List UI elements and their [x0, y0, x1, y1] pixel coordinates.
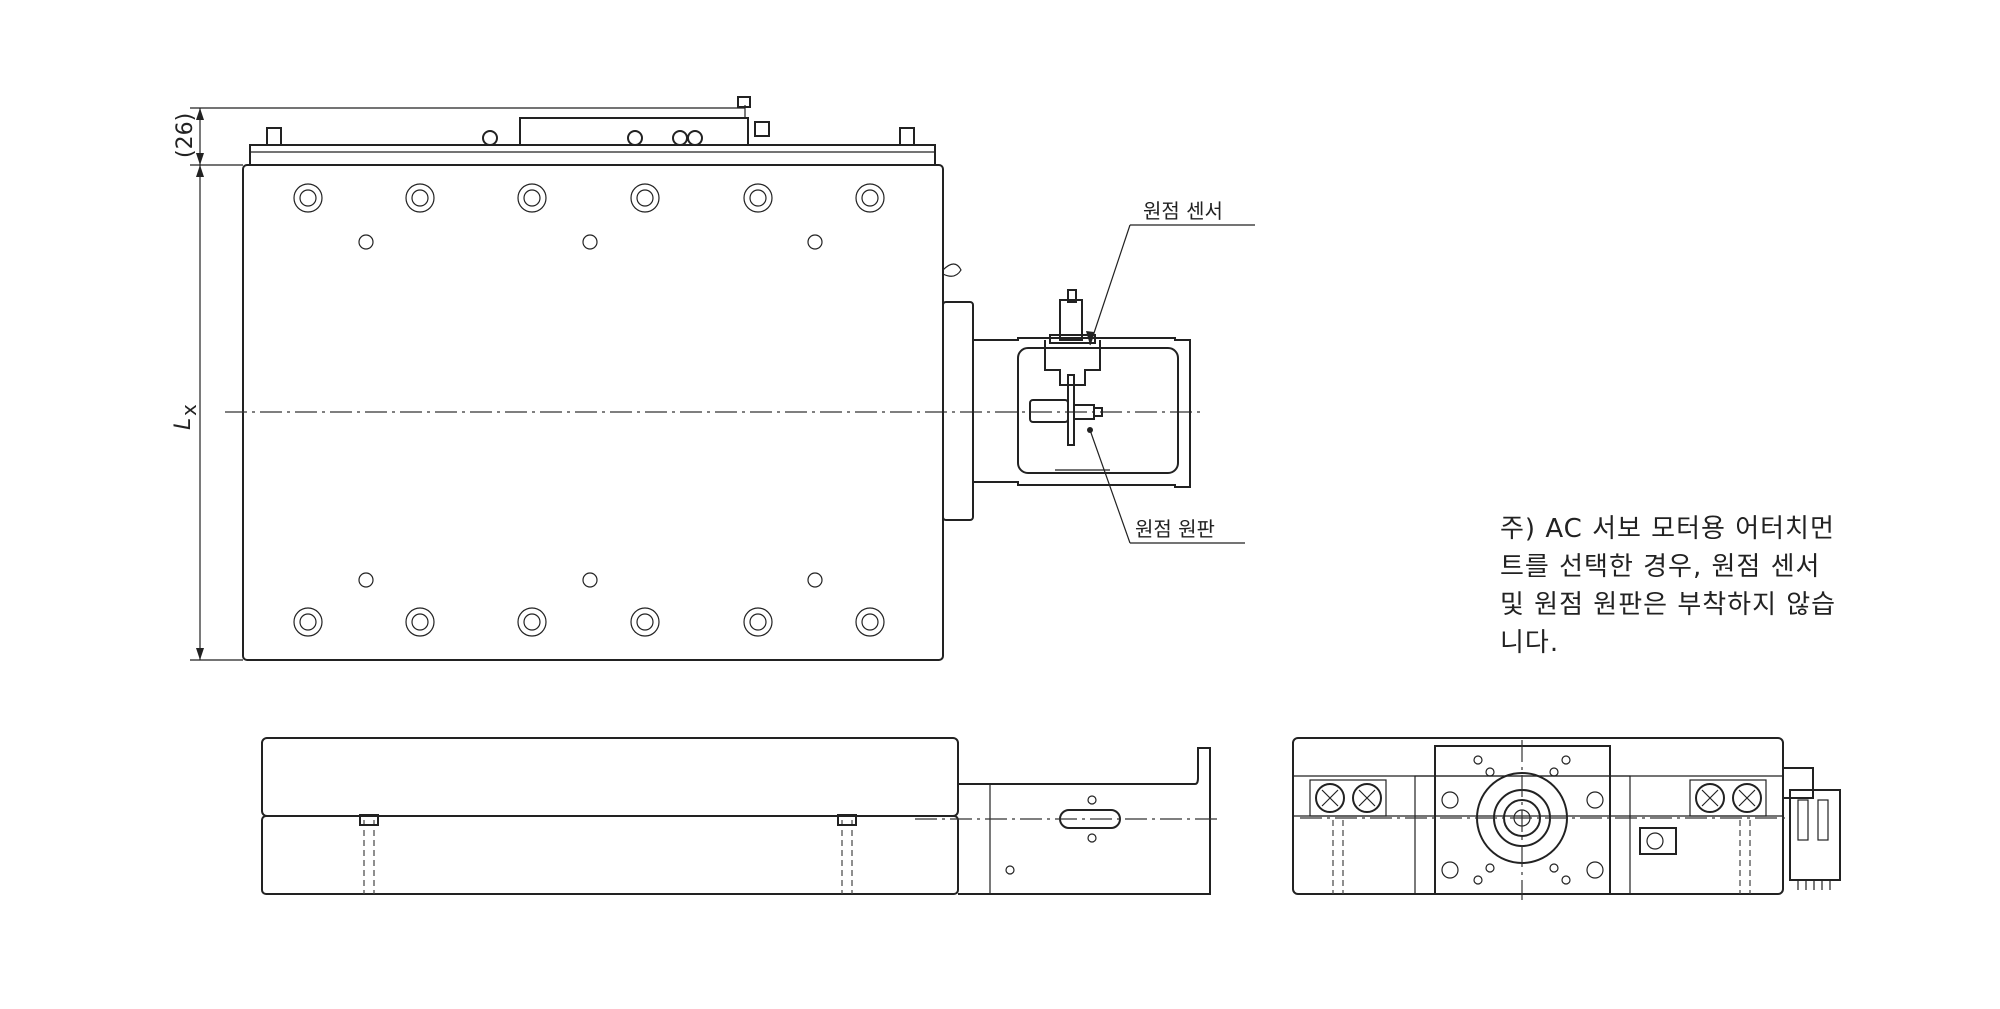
bearings-left — [1309, 779, 1387, 817]
side-view — [261, 737, 1220, 895]
note-text: 주) AC 서보 모터용 어터치먼 트를 선택한 경우, 원점 센서 및 원점 … — [1500, 510, 1890, 662]
svg-text:L: L — [171, 418, 196, 430]
note-line: 트를 선택한 경우, 원점 센서 — [1500, 552, 1821, 582]
mount-holes-bottom-row — [293, 572, 885, 637]
note-line: 주) AC 서보 모터용 어터치먼 — [1500, 514, 1835, 544]
origin-sensor-part — [1044, 289, 1101, 386]
note-line: 니다. — [1500, 628, 1560, 658]
side-bracket — [958, 747, 1211, 895]
dim-lx-text: L x — [171, 404, 201, 430]
mount-holes-top-row — [293, 183, 885, 250]
dimension-lx — [190, 165, 243, 661]
end-view — [1292, 737, 1841, 900]
svg-text:x: x — [177, 404, 201, 416]
origin-disk-part — [1029, 374, 1103, 446]
origin-sensor-leader — [1086, 224, 1255, 346]
dim-26-text: (26) — [173, 113, 198, 158]
side-upper-body — [261, 737, 959, 817]
adapter-flange — [942, 301, 974, 521]
top-view: 원점 센서 원점 원판 (26) L x — [171, 96, 1255, 661]
origin-disk-label: 원점 원판 — [1135, 517, 1215, 541]
dimension-26 — [190, 107, 745, 166]
note-line: 및 원점 원판은 부착하지 않습 — [1500, 590, 1837, 620]
bearings-right — [1689, 779, 1767, 817]
side-lower-body — [261, 815, 959, 895]
end-sensor-bracket — [1782, 767, 1841, 890]
origin-disk-leader — [1087, 427, 1245, 544]
adapter-bracket — [972, 337, 1191, 488]
origin-sensor-label: 원점 센서 — [1143, 199, 1223, 223]
top-rail — [249, 144, 936, 166]
